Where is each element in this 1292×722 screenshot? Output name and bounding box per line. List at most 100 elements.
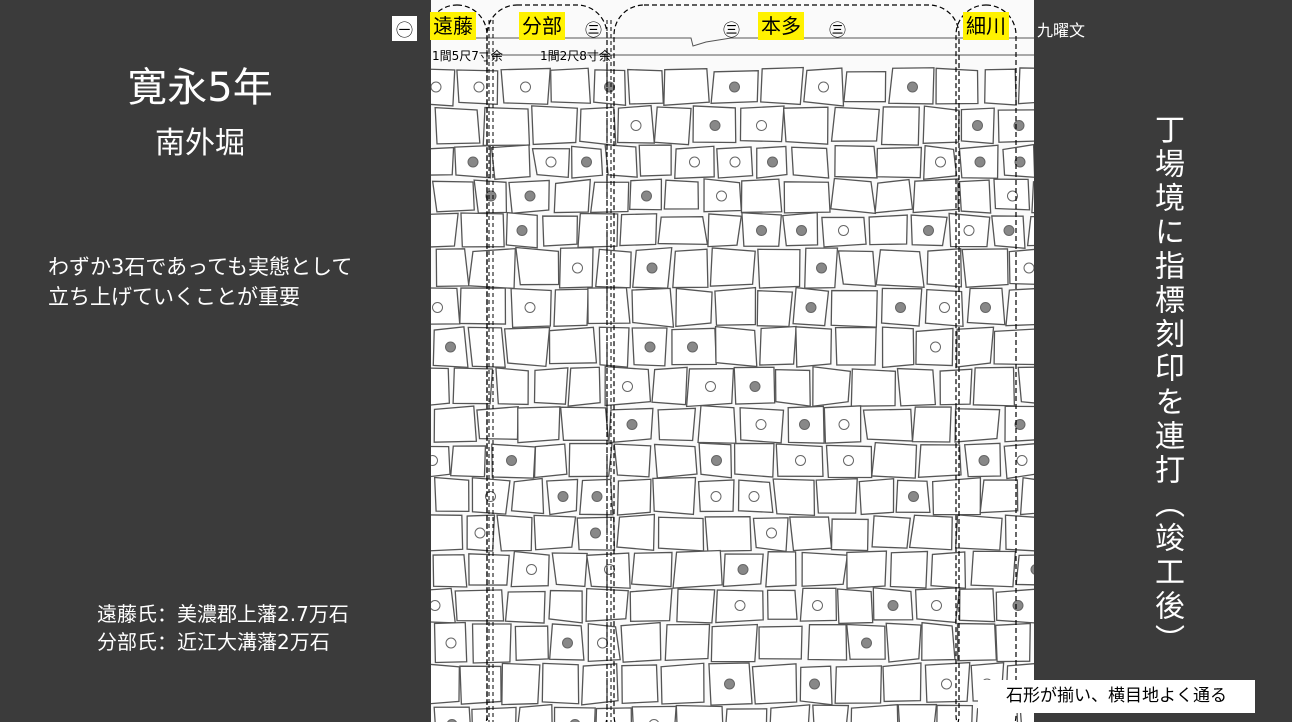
- wall-stone: [542, 215, 579, 247]
- wall-stone: [629, 587, 673, 622]
- stone-mark: [622, 381, 633, 392]
- wall-stone: [531, 148, 571, 179]
- wall-stone: [710, 623, 759, 663]
- wall-stone: [1026, 215, 1034, 247]
- wall-stone: [604, 365, 652, 407]
- wall-stone: [830, 518, 869, 552]
- wall-stone: [456, 69, 499, 105]
- note-line: わずか3石であっても実態として: [48, 255, 353, 279]
- wall-stone: [517, 406, 561, 444]
- wall-stone: [789, 516, 833, 552]
- wall-stone: [471, 706, 517, 722]
- wall-stone: [958, 179, 992, 214]
- stone-mark: [641, 190, 652, 202]
- wall-stone: [548, 326, 598, 365]
- wall-stone: [716, 146, 754, 179]
- wall-stone: [876, 146, 923, 179]
- wall-stone: [923, 144, 958, 180]
- stone-mark: [767, 156, 778, 168]
- wall-stone: [821, 216, 867, 248]
- wall-stone: [993, 328, 1034, 366]
- stone-mark: [756, 120, 767, 131]
- wall-stone: [589, 181, 630, 214]
- measure-left: 1間5尺7寸余: [432, 49, 503, 63]
- wall-stone: [452, 367, 494, 405]
- wall-stone: [783, 181, 831, 214]
- wall-stone: [431, 180, 475, 213]
- label-honda: 本多: [758, 12, 804, 40]
- label-kuyo: 九曜文: [1037, 21, 1086, 40]
- stone-mark: [591, 491, 603, 502]
- slide-subtitle: 南外堀: [155, 126, 245, 161]
- wall-stone: [568, 442, 613, 478]
- wall-stone: [846, 550, 888, 589]
- stone-mark: [1023, 262, 1034, 274]
- wall-stone: [830, 289, 878, 328]
- wall-stone: [836, 588, 874, 625]
- stone-mark: [709, 120, 721, 131]
- wall-stone: [435, 248, 470, 288]
- wall-stone: [956, 622, 998, 662]
- wall-stone: [431, 663, 461, 705]
- wall-stone: [958, 588, 996, 623]
- wall-stone: [739, 105, 785, 143]
- wall-stone: [587, 287, 631, 325]
- wall-stone: [586, 552, 631, 589]
- stone-mark: [963, 225, 975, 236]
- wall-stone: [850, 703, 899, 722]
- stone-mark: [516, 225, 528, 236]
- wall-stone: [431, 68, 456, 107]
- stone-mark: [445, 341, 456, 353]
- clan-info: 遠藤氏：美濃郡上藩2.7万石 分部氏：近江大溝藩2万石: [97, 600, 349, 656]
- stone-mark: [729, 81, 740, 93]
- wall-stone: [948, 212, 991, 248]
- stone-mark: [646, 262, 658, 274]
- wall-stone: [871, 441, 918, 479]
- wall-stone: [510, 287, 552, 329]
- stone-mark: [431, 455, 438, 466]
- wall-stone: [620, 621, 662, 663]
- wall-stone: [881, 326, 915, 369]
- wall-stone: [515, 246, 560, 286]
- stone-mark: [520, 81, 531, 93]
- stone-mark: [795, 455, 806, 466]
- stone-mark: [562, 637, 573, 649]
- stone-mark: [432, 302, 443, 313]
- stone-mark: [473, 81, 485, 93]
- stone-mark: [474, 527, 486, 539]
- wall-stone: [739, 407, 785, 444]
- slide-title: 寛永5年: [127, 65, 273, 111]
- wall-stone: [961, 248, 1009, 289]
- wall-stone: [707, 213, 742, 248]
- wall-stone: [752, 517, 789, 553]
- wall-stone: [653, 106, 692, 146]
- wall-stone: [984, 68, 1017, 106]
- wall-stone: [431, 445, 451, 478]
- wall-stone: [553, 178, 592, 214]
- zone-hosokawa: [955, 4, 1017, 722]
- wall-stone: [725, 708, 768, 722]
- wall-stone: [935, 67, 979, 105]
- mark-three-honda-left: ㊂: [723, 21, 740, 41]
- stone-wall-drawing: [431, 0, 1034, 722]
- mark-three-wakebe: ㊂: [585, 21, 602, 41]
- stone-mark: [626, 419, 638, 430]
- wall-stone: [495, 367, 529, 406]
- stone-mark: [1007, 190, 1018, 202]
- stone-mark: [843, 455, 854, 466]
- wall-stone: [834, 144, 878, 179]
- wall-stone: [595, 707, 632, 722]
- wall-stone: [616, 513, 656, 551]
- stone-mark: [838, 419, 850, 430]
- stone-mark: [506, 455, 517, 466]
- wall-stone: [697, 404, 737, 444]
- wall-stone: [541, 662, 580, 705]
- stone-mark: [729, 156, 741, 168]
- wall-stone: [433, 405, 478, 443]
- wall-stone: [631, 705, 677, 722]
- note-text: わずか3石であっても実態として 立ち上げていくことが重要: [48, 252, 352, 312]
- wall-stone: [627, 68, 664, 105]
- wall-stone: [482, 106, 531, 147]
- wall-stone: [1008, 248, 1034, 285]
- wall-stone: [613, 443, 652, 478]
